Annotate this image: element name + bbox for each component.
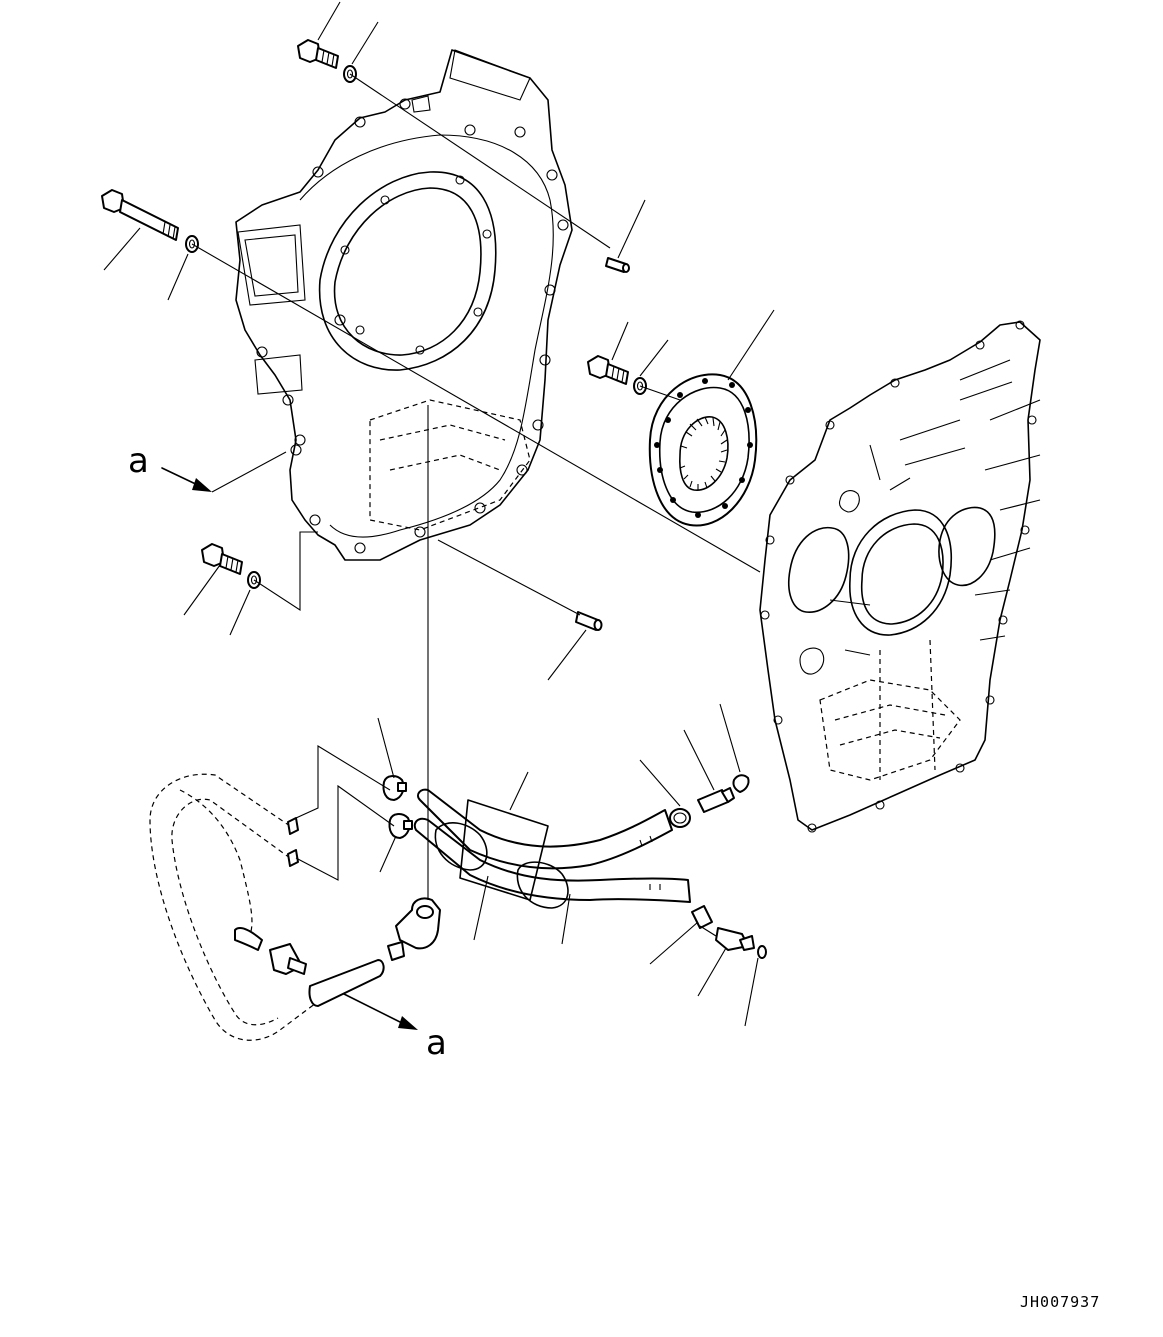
leader-lines <box>103 1 775 1027</box>
coupling-flange <box>648 373 758 527</box>
gear-case-housing <box>759 320 1041 833</box>
dowel-pin-lower <box>575 611 603 631</box>
view-arrow-top <box>161 451 287 493</box>
view-label-top: a <box>128 441 149 481</box>
long-bolt <box>101 189 179 241</box>
clamp-right <box>669 808 691 828</box>
drawing-code: JH007937 <box>1020 1293 1100 1311</box>
hose-clamp-upper <box>382 775 407 801</box>
dashed-hose-route <box>149 773 321 1041</box>
bolt-lower <box>201 543 243 575</box>
assembly-lines <box>191 73 761 937</box>
hose-clamp-lower <box>388 813 413 839</box>
short-hoses <box>234 817 299 951</box>
fitting-lower-left <box>269 943 385 1007</box>
o-ring-lower-right <box>757 945 767 959</box>
view-label-bottom: a <box>426 1023 447 1063</box>
cap-right <box>732 774 750 793</box>
hose-guard-plate <box>459 799 549 901</box>
connector-right <box>697 787 735 813</box>
dowel-pin-upper <box>605 257 630 273</box>
rubber-hoses-bundle <box>413 788 691 909</box>
flange-bolt <box>587 355 629 385</box>
view-arrow-bottom <box>343 993 418 1030</box>
flywheel-housing <box>235 49 573 561</box>
elbow-fitting <box>387 897 441 961</box>
connector-lower-right <box>715 927 755 951</box>
bolt-top <box>297 39 339 69</box>
